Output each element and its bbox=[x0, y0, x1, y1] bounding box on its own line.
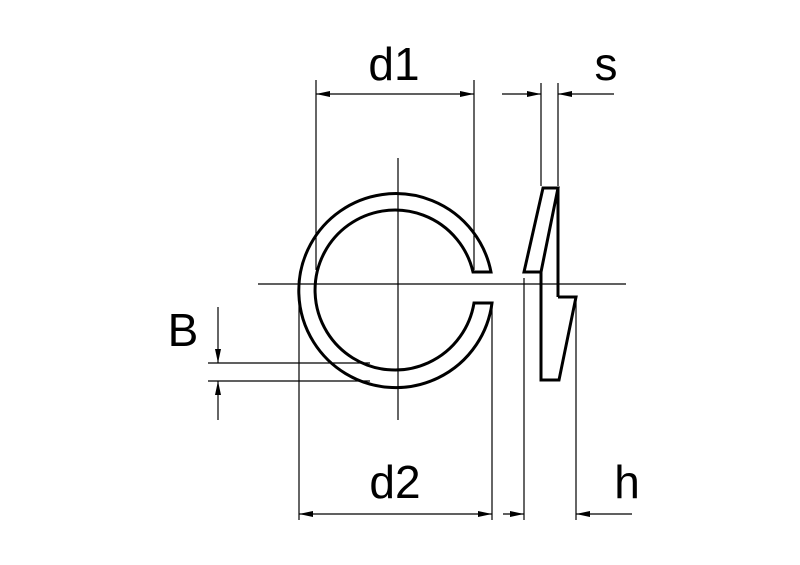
washer-side-view bbox=[522, 186, 578, 382]
label-s: s bbox=[595, 38, 618, 90]
dimension-lines bbox=[215, 91, 632, 517]
washer-front-view bbox=[297, 192, 494, 390]
extension-lines bbox=[208, 80, 577, 520]
label-d1: d1 bbox=[368, 38, 419, 90]
label-h: h bbox=[614, 456, 640, 508]
label-b: B bbox=[168, 304, 199, 356]
center-lines bbox=[258, 158, 626, 420]
label-d2: d2 bbox=[369, 456, 420, 508]
